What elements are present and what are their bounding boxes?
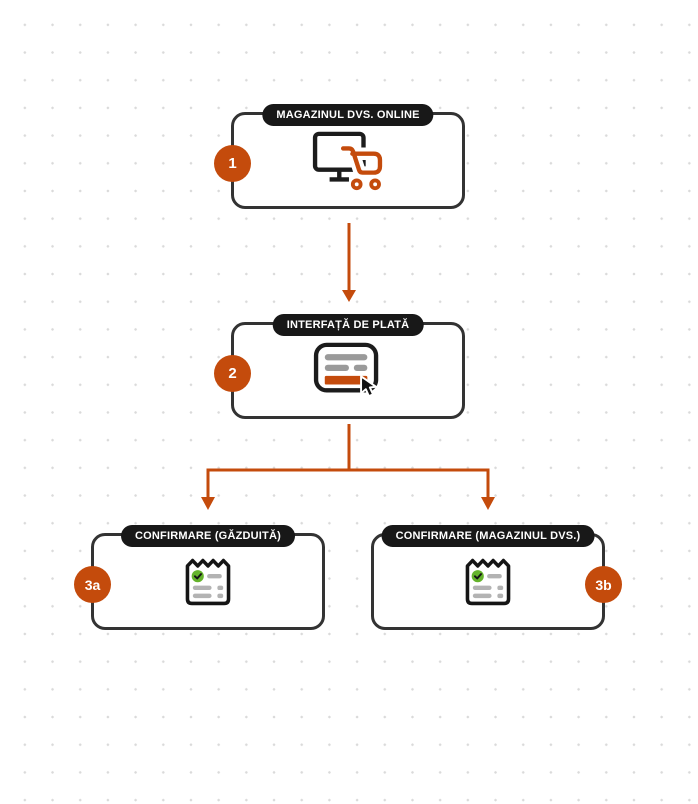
- node-confirm-store-badge: CONFIRMARE (MAGAZINUL DVS.): [381, 525, 595, 547]
- arrowhead-down-3a: [201, 497, 215, 510]
- receipt-check-icon: [465, 558, 511, 605]
- node-payment-label: INTERFAȚĂ DE PLATĂ: [286, 319, 410, 331]
- mouse-cursor-icon: [360, 374, 378, 397]
- receipt-check-icon: [185, 558, 231, 605]
- node-payment: INTERFAȚĂ DE PLATĂ 2: [214, 314, 465, 419]
- arrowhead-down-3b: [481, 497, 495, 510]
- node-confirm-store-label: CONFIRMARE (MAGAZINUL DVS.): [395, 530, 581, 542]
- arrowhead-down-1: [342, 290, 356, 302]
- step-badge-2: 2: [214, 355, 251, 392]
- check-circle-icon: [191, 569, 204, 582]
- node-payment-badge: INTERFAȚĂ DE PLATĂ: [272, 314, 424, 336]
- monitor-shopping-cart-icon: [312, 131, 385, 192]
- node-store-label: MAGAZINUL DVS. ONLINE: [276, 109, 420, 121]
- step-badge-3b: 3b: [585, 566, 622, 603]
- step-badge-1: 1: [214, 145, 251, 182]
- payment-form-cursor-icon: [313, 342, 379, 397]
- node-confirm-hosted: CONFIRMARE (GĂZDUITĂ) 3a: [74, 525, 325, 630]
- node-store: MAGAZINUL DVS. ONLINE 1: [214, 104, 465, 209]
- node-confirm-hosted-badge: CONFIRMARE (GĂZDUITĂ): [121, 525, 295, 547]
- node-store-badge: MAGAZINUL DVS. ONLINE: [262, 104, 434, 126]
- node-confirm-hosted-label: CONFIRMARE (GĂZDUITĂ): [135, 530, 281, 542]
- step-badge-3a: 3a: [74, 566, 111, 603]
- node-confirm-store: CONFIRMARE (MAGAZINUL DVS.) 3b: [371, 525, 622, 630]
- check-circle-icon: [471, 569, 484, 582]
